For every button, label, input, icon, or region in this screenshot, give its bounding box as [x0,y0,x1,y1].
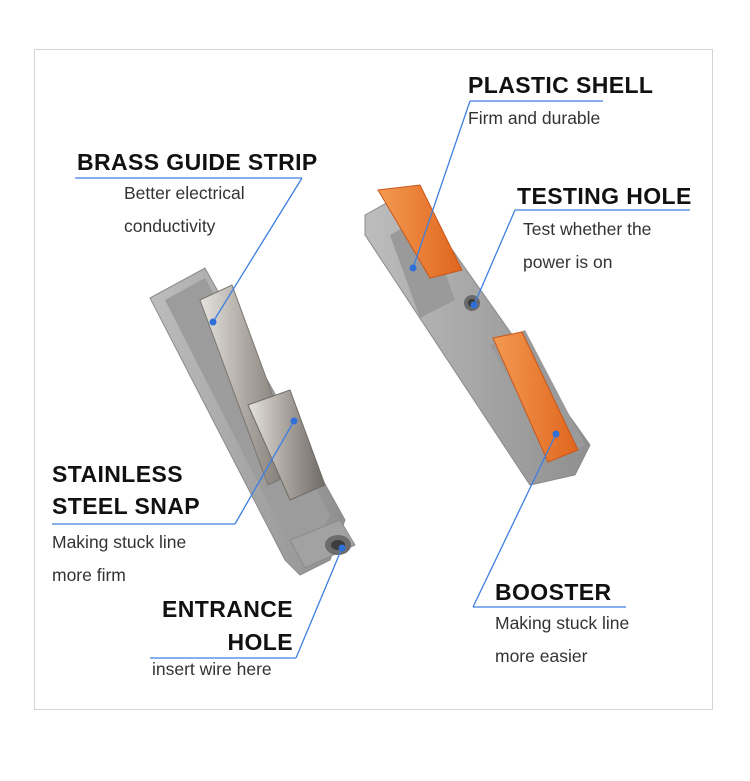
plastic-shell-dot [409,264,417,272]
brass-guide-strip-dot [209,318,217,326]
brass-guide-strip-title: BRASS GUIDE STRIP [77,149,318,175]
image-frame [34,49,713,710]
plastic-shell-desc: Firm and durable [468,108,601,128]
leader-dots [209,264,560,552]
booster-dot [552,430,560,438]
entrance-hole-dot [338,544,346,552]
stainless-steel-snap-desc-line-2: more firm [52,565,126,585]
testing-hole-dot [470,301,478,309]
brass-guide-strip-desc-line-1: Better electrical [124,183,245,203]
stainless-steel-snap-desc-line-1: Making stuck line [52,532,187,552]
testing-hole-desc-line-2: power is on [523,252,613,272]
testing-hole-desc-line-1: Test whether the [523,219,652,239]
booster-title: BOOSTER [495,579,612,605]
entrance-hole-desc: insert wire here [152,659,272,679]
entrance-hole-title-line-1: ENTRANCE [162,596,293,622]
leader-lines [52,100,690,659]
plastic-shell-title: PLASTIC SHELL [468,72,654,98]
right-connector [364,184,591,486]
brass-guide-strip-desc-line-2: conductivity [124,216,216,236]
booster-desc-line-1: Making stuck line [495,613,630,633]
booster-desc-line-2: more easier [495,646,588,666]
stainless-steel-snap-title-line-1: STAINLESS [52,461,183,487]
stainless-steel-snap-title-line-2: STEEL SNAP [52,493,200,519]
stainless-steel-snap-dot [290,417,298,425]
left-connector [149,267,356,576]
booster-lever [492,331,579,463]
steel-snap-part [247,389,326,501]
entrance-hole-title-line-2: HOLE [227,629,293,655]
testing-hole-title: TESTING HOLE [517,183,692,209]
plastic-shell-lever [377,184,463,279]
